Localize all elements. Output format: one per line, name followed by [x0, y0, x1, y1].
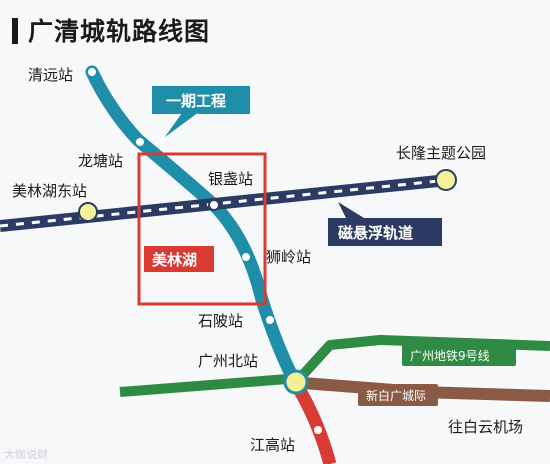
maglev-callout-pointer	[338, 202, 364, 218]
changlong-station-marker[interactable]	[435, 169, 457, 191]
guangqing-line-south	[290, 380, 337, 464]
metro9-callout-label: 广州地铁9号线	[410, 349, 490, 363]
watermark: 大咖说财	[4, 448, 48, 461]
yinzhan-station-marker[interactable]	[208, 199, 220, 211]
phase1-callout-box	[152, 86, 250, 114]
meilinhu-area-box	[137, 152, 267, 306]
guangzhou-north-station-marker[interactable]	[283, 369, 309, 395]
meilinhu-callout-label: 美林湖	[152, 251, 197, 269]
shibei-station-marker[interactable]	[266, 316, 274, 324]
changlong-station-label: 长隆主题公园	[396, 144, 486, 162]
yinzhan-station-label: 银盏站	[208, 170, 253, 188]
shibei-station-label: 石陂站	[198, 312, 243, 330]
metro-line-9	[119, 335, 550, 397]
qingyuan-station-marker[interactable]	[86, 66, 98, 78]
guangzhou-north-station-label: 广州北站	[198, 352, 258, 370]
maglev-callout-box	[328, 218, 442, 246]
longtang-station-marker[interactable]	[136, 138, 144, 146]
phase1-callout-pointer	[159, 113, 199, 143]
jianggao-station-label: 江高站	[250, 436, 295, 454]
shiling-station-marker[interactable]	[242, 253, 250, 261]
jianggao-station-marker[interactable]	[314, 426, 322, 434]
shiling-station-label: 狮岭站	[266, 248, 311, 266]
meilin-east-station-marker[interactable]	[78, 202, 98, 222]
qingyuan-station-label: 清远站	[28, 66, 73, 84]
phase1-callout-label: 一期工程	[166, 92, 226, 110]
maglev-callout-label: 磁悬浮轨道	[338, 224, 413, 242]
map-title: 广清城轨路线图	[28, 17, 211, 46]
maglev-line-dash	[0, 178, 449, 228]
title-accent-bar	[12, 18, 18, 44]
longtang-station-label: 龙塘站	[78, 152, 123, 170]
baiyun-airport-label: 往白云机场	[448, 418, 523, 436]
meilin-east-station-label: 美林湖东站	[12, 182, 87, 200]
metro9-callout-box	[402, 344, 516, 366]
meilinhu-callout-box	[144, 246, 214, 272]
xinbai-callout-box	[358, 384, 438, 406]
xinbai-callout-label: 新白广城际	[366, 388, 426, 403]
